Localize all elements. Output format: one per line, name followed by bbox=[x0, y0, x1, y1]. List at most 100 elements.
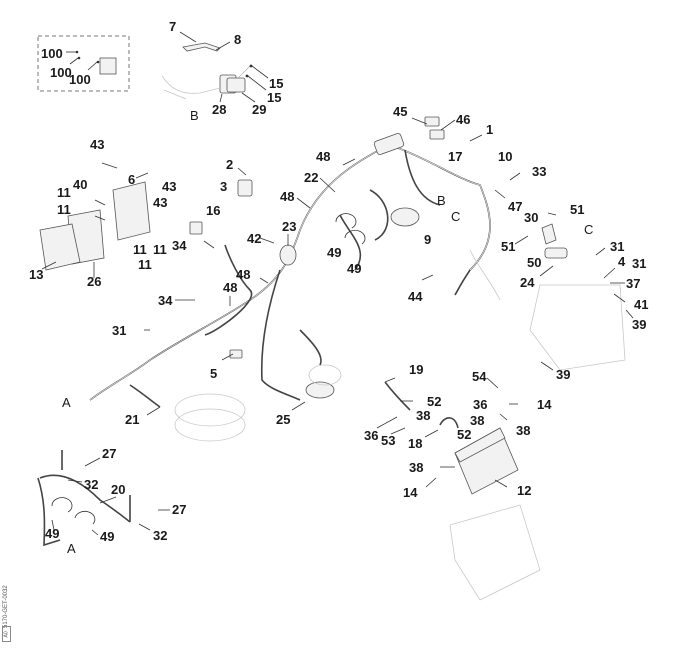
callout-48: 48 bbox=[280, 189, 295, 204]
callout-37: 37 bbox=[626, 276, 641, 291]
callout-31: 31 bbox=[632, 256, 647, 271]
callout-27: 27 bbox=[172, 502, 187, 517]
callout-52: 52 bbox=[427, 394, 442, 409]
callout-16: 16 bbox=[206, 203, 221, 218]
callout-50: 50 bbox=[527, 255, 542, 270]
background-components bbox=[174, 249, 626, 601]
callout-52: 52 bbox=[457, 427, 472, 442]
connection-ref-c: C bbox=[451, 209, 461, 224]
callout-100: 100 bbox=[41, 46, 63, 61]
callout-48: 48 bbox=[316, 149, 331, 164]
callout-44: 44 bbox=[408, 289, 423, 304]
callout-24: 24 bbox=[520, 275, 535, 290]
callout-40: 40 bbox=[73, 177, 88, 192]
callout-11: 11 bbox=[138, 257, 152, 272]
callout-5: 5 bbox=[210, 366, 218, 381]
connection-ref-a: A bbox=[67, 541, 76, 556]
callout-3: 3 bbox=[220, 179, 228, 194]
callout-47: 47 bbox=[508, 199, 523, 214]
callout-27: 27 bbox=[102, 446, 117, 461]
callout-11: 11 bbox=[153, 242, 167, 257]
callout-9: 9 bbox=[424, 232, 432, 247]
callout-100: 100 bbox=[50, 65, 72, 80]
connection-ref-a: A bbox=[62, 395, 71, 410]
revision-box: A0 bbox=[2, 626, 11, 642]
callout-12: 12 bbox=[517, 483, 532, 498]
callout-48: 48 bbox=[236, 267, 251, 282]
callout-39: 39 bbox=[632, 317, 647, 332]
callout-leader-lines bbox=[41, 117, 634, 536]
callout-49: 49 bbox=[327, 245, 342, 260]
callout-36: 36 bbox=[473, 397, 488, 412]
callout-42: 42 bbox=[247, 231, 262, 246]
callout-39: 39 bbox=[556, 367, 571, 382]
callout-6: 6 bbox=[128, 172, 136, 187]
callout-17: 17 bbox=[448, 149, 463, 164]
callout-18: 18 bbox=[408, 436, 423, 451]
callout-43: 43 bbox=[90, 137, 105, 152]
callout-8: 8 bbox=[234, 32, 242, 47]
callout-51: 51 bbox=[570, 202, 585, 217]
connection-ref-b: B bbox=[437, 193, 446, 208]
callout-31: 31 bbox=[112, 323, 127, 338]
callout-2: 2 bbox=[226, 157, 234, 172]
callout-7: 7 bbox=[169, 19, 177, 34]
callout-23: 23 bbox=[282, 219, 297, 234]
callout-32: 32 bbox=[84, 477, 99, 492]
battery-cables bbox=[384, 381, 459, 429]
callout-43: 43 bbox=[153, 195, 168, 210]
callout-46: 46 bbox=[456, 112, 471, 127]
main-wiring-harness bbox=[89, 116, 491, 408]
callout-36: 36 bbox=[364, 428, 379, 443]
battery bbox=[454, 427, 519, 495]
callout-32: 32 bbox=[153, 528, 168, 543]
callout-4: 4 bbox=[618, 254, 626, 269]
callout-30: 30 bbox=[524, 210, 539, 225]
callout-29: 29 bbox=[252, 102, 267, 117]
callout-10: 10 bbox=[498, 149, 513, 164]
connection-ref-c: C bbox=[584, 222, 594, 237]
callout-11: 11 bbox=[133, 242, 147, 257]
callout-11: 11 bbox=[57, 185, 71, 200]
callout-41: 41 bbox=[634, 297, 649, 312]
callout-45: 45 bbox=[393, 104, 408, 119]
drawing-number: 5170-GET-0032 bbox=[3, 585, 9, 628]
callout-28: 28 bbox=[212, 102, 227, 117]
callout-20: 20 bbox=[111, 482, 126, 497]
callout-43: 43 bbox=[162, 179, 177, 194]
extension-harness bbox=[37, 450, 131, 547]
callout-34: 34 bbox=[172, 238, 187, 253]
callout-100: 100 bbox=[69, 72, 91, 87]
callout-11: 11 bbox=[57, 202, 71, 217]
cable-clamps bbox=[51, 213, 366, 525]
revision-label: A0 bbox=[3, 631, 10, 638]
dashboard-panel-assembly bbox=[39, 181, 151, 271]
callout-26: 26 bbox=[87, 274, 102, 289]
callout-38: 38 bbox=[516, 423, 531, 438]
callout-13: 13 bbox=[29, 267, 44, 282]
bracket-assembly bbox=[161, 31, 269, 103]
callout-38: 38 bbox=[416, 408, 431, 423]
callout-21: 21 bbox=[125, 412, 140, 427]
callout-51: 51 bbox=[501, 239, 516, 254]
callout-49: 49 bbox=[347, 261, 362, 276]
callout-49: 49 bbox=[45, 526, 60, 541]
callout-34: 34 bbox=[158, 293, 173, 308]
callout-33: 33 bbox=[532, 164, 547, 179]
callout-15: 15 bbox=[269, 76, 284, 91]
callout-54: 54 bbox=[472, 369, 487, 384]
callout-53: 53 bbox=[381, 433, 396, 448]
callout-14: 14 bbox=[537, 397, 552, 412]
callout-1: 1 bbox=[486, 122, 494, 137]
callout-48: 48 bbox=[223, 280, 238, 295]
callout-22: 22 bbox=[304, 170, 319, 185]
callout-38: 38 bbox=[409, 460, 424, 475]
callout-38: 38 bbox=[470, 413, 485, 428]
callout-15: 15 bbox=[267, 90, 282, 105]
optional-kit-box bbox=[37, 35, 130, 92]
callout-19: 19 bbox=[409, 362, 424, 377]
callout-49: 49 bbox=[100, 529, 115, 544]
regulator-kit-part bbox=[66, 50, 117, 75]
connection-ref-b: B bbox=[190, 108, 199, 123]
